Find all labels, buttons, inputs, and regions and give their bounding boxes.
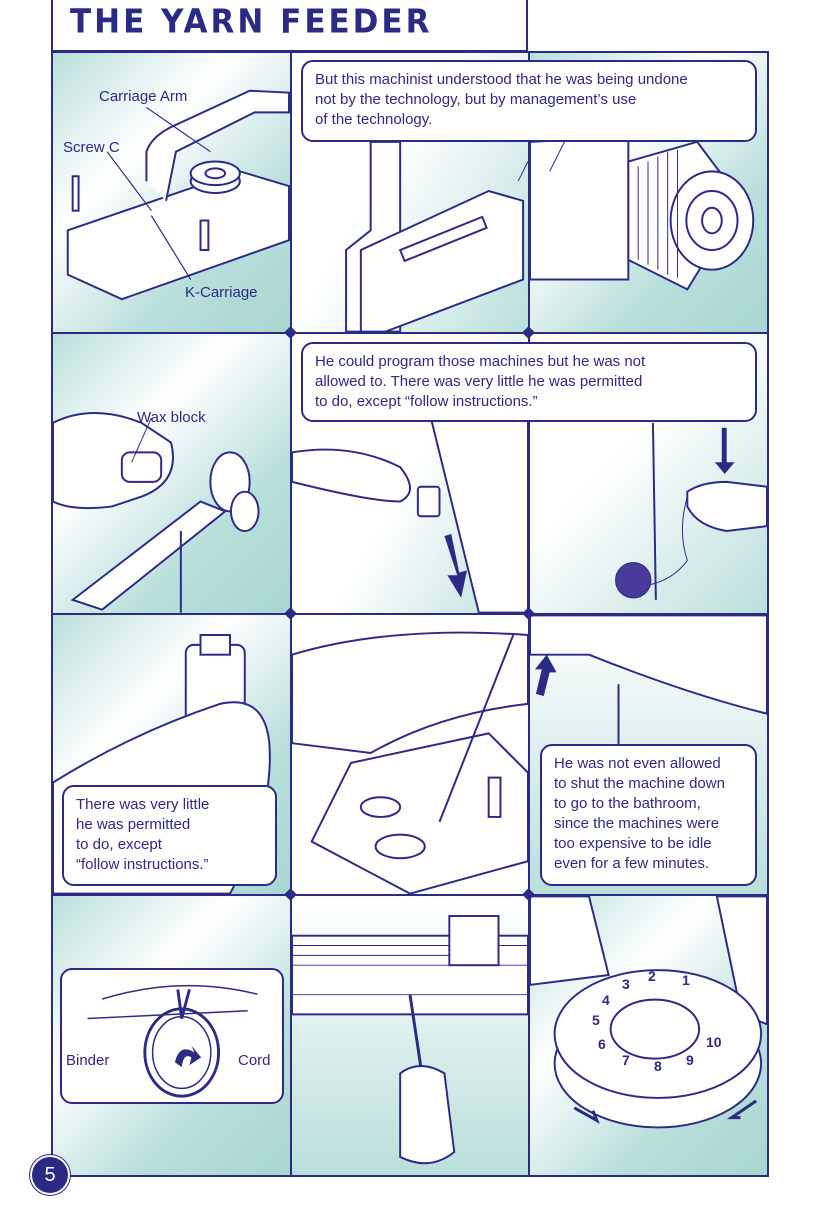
label-screw-c: Screw C (63, 139, 120, 156)
bubble-line: to shut the machine down (554, 775, 725, 792)
dial-number-5: 5 (592, 1012, 600, 1028)
bubble-line: There was very little (76, 796, 210, 813)
speech-bubble-1: But this machinist understood that he wa… (301, 60, 757, 142)
bubble-line: he was permitted (76, 816, 191, 833)
bubble-line: to go to the bathroom, (554, 795, 701, 812)
dial-number-1: 1 (682, 972, 690, 988)
wax-block-illustration (53, 412, 260, 613)
dial-illustration (530, 896, 767, 1129)
title-box: THE YARN FEEDER (51, 0, 528, 52)
dial-number-4: 4 (602, 992, 610, 1008)
bubble-line: since the machines were (554, 815, 720, 832)
dial-number-9: 9 (686, 1052, 694, 1068)
dial-number-6: 6 (598, 1036, 606, 1052)
page-number: 5 (32, 1157, 68, 1193)
dial-number-2: 2 (648, 968, 656, 984)
label-binder: Binder (66, 1052, 110, 1069)
pull-up-illustration (530, 615, 767, 754)
dial-number-10: 10 (706, 1034, 722, 1050)
thread-yarn-illustration (615, 422, 767, 600)
arrow-down-icon (714, 427, 735, 474)
k-carriage-illustration (66, 89, 290, 301)
bubble-line: But this machinist understood that he wa… (315, 71, 688, 88)
weight-illustration (292, 915, 528, 1165)
panel-weight (290, 894, 530, 1177)
panel-carriage: Carriage Arm Screw C K-Carriage (51, 51, 292, 334)
bubble-line: to do, except (76, 836, 162, 853)
arrow-icon (726, 1099, 758, 1120)
binder-cord-inset: Binder Cord (60, 968, 284, 1104)
binder-cord-illustration (87, 984, 258, 1098)
label-k-carriage: K-Carriage (185, 284, 258, 301)
panel-threading (290, 613, 530, 896)
page-title: THE YARN FEEDER (70, 3, 433, 41)
bubble-line: allowed to. There was very little he was… (315, 373, 643, 390)
speech-bubble-4: He was not even allowed to shut the mach… (540, 744, 757, 886)
bubble-line: He was not even allowed (554, 755, 721, 772)
panel-tension-dial-numbers: 1 2 3 4 5 6 7 8 9 10 (528, 894, 769, 1177)
push-down-illustration (292, 402, 528, 613)
bubble-line: too expensive to be idle (554, 835, 712, 852)
bubble-line: even for a few minutes. (554, 855, 710, 872)
panel-wax-block: Wax block (51, 332, 292, 615)
dial-number-8: 8 (654, 1058, 662, 1074)
arrow-down-icon (444, 533, 468, 598)
bubble-line: to do, except “follow instructions.” (315, 393, 538, 410)
bubble-line: “follow instructions.” (76, 856, 209, 873)
bubble-line: He could program those machines but he w… (315, 353, 646, 370)
label-cord: Cord (238, 1052, 271, 1069)
speech-bubble-2: He could program those machines but he w… (301, 342, 757, 422)
arrow-icon (573, 1106, 600, 1124)
speech-bubble-3: There was very little he was permitted t… (62, 785, 277, 886)
threading-illustration (292, 631, 528, 894)
bubble-line: of the technology. (315, 111, 433, 128)
label-carriage-arm: Carriage Arm (99, 88, 188, 105)
dial-number-7: 7 (622, 1052, 630, 1068)
bubble-line: not by the technology, but by management… (315, 91, 637, 108)
arrow-up-icon (534, 654, 557, 696)
dial-number-3: 3 (622, 976, 630, 992)
label-wax-block: Wax block (137, 409, 206, 426)
